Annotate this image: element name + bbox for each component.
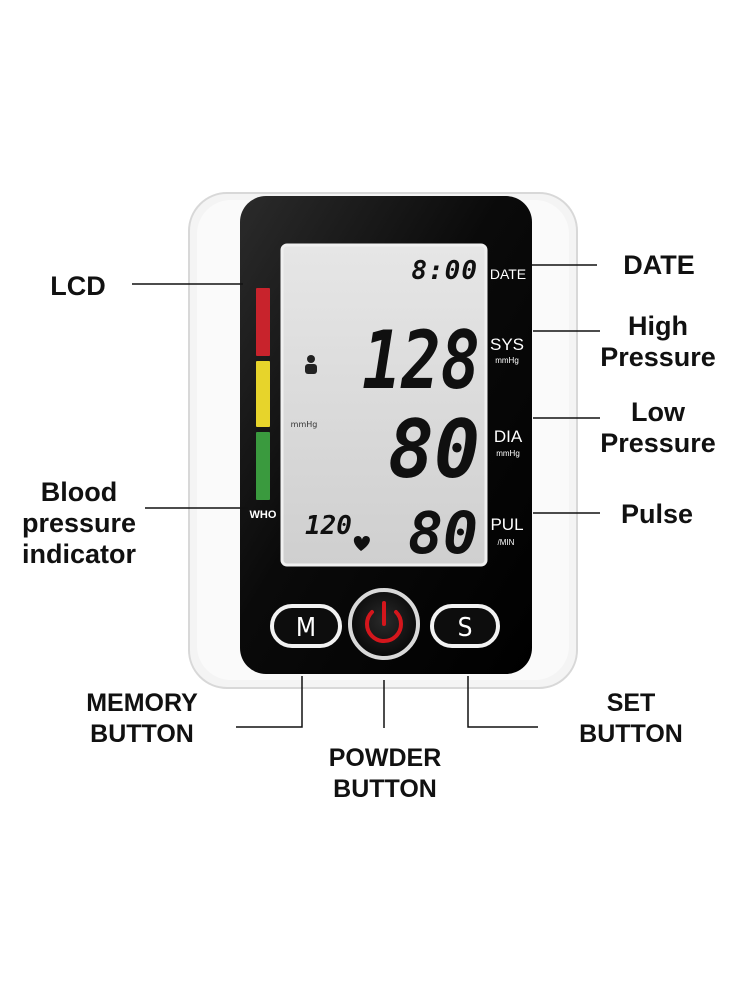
callout-high-pressure-line2: Pressure [600,342,716,372]
tag-pul: PUL [490,515,523,534]
memory-button-label: M [296,613,316,643]
set-button[interactable]: S [430,604,500,648]
memory-button[interactable]: M [270,604,342,648]
power-icon [365,601,403,644]
tag-pul-unit: /MIN [498,538,515,547]
callout-set-button-line2: BUTTON [579,720,683,748]
leader-set-button [467,676,538,728]
callout-set-button-line1: SET [606,689,656,717]
leader-memory-button [236,676,303,728]
callout-power-button: POWDER BUTTON [308,743,462,805]
callout-high-pressure: High Pressure [591,311,725,373]
callout-lcd-text: LCD [50,271,106,301]
power-button[interactable] [348,588,420,660]
lcd-systolic: 128 [362,314,480,407]
tag-dia: DIA [494,427,523,446]
callout-bp-indicator: Blood pressure indicator [8,477,150,570]
lcd-unit: mmHg [291,420,318,429]
callout-date-text: DATE [623,250,695,280]
set-button-label: S [458,613,473,643]
lcd-memory-reading: 120 [305,511,352,541]
callout-bp-indicator-line1: Blood [40,477,118,507]
callout-pulse-text: Pulse [620,499,694,529]
lcd-time: 8:00 [411,256,478,286]
callout-date: DATE [612,250,706,281]
leader-lines [132,264,600,728]
user-icon [305,355,317,374]
callout-pulse: Pulse [612,499,702,530]
callout-lcd: LCD [46,271,110,302]
indicator-bar-yellow [256,361,270,427]
callout-low-pressure-line1: Low [631,397,685,427]
callout-high-pressure-line1: High [628,311,688,341]
tag-sys: SYS [490,335,524,354]
indicator-bar-red [256,288,270,356]
lcd-diastolic: 80 [388,403,480,496]
callout-memory-button-line1: MEMORY [86,689,198,717]
lcd-screen [280,243,488,567]
callout-bp-indicator-line2: pressure [21,508,137,538]
callout-set-button: SET BUTTON [560,688,702,750]
callout-memory-button-line2: BUTTON [90,720,194,748]
heart-icon [353,536,370,551]
who-label: WHO [250,509,277,521]
tag-date: DATE [490,266,526,282]
tag-dia-unit: mmHg [496,449,520,458]
callout-memory-button: MEMORY BUTTON [66,688,218,750]
tag-sys-unit: mmHg [495,356,519,365]
lcd-pulse: 80 [408,499,478,567]
callout-power-button-line2: BUTTON [333,775,437,803]
callout-low-pressure: Low Pressure [591,397,725,459]
callout-power-button-line1: POWDER [328,744,442,772]
indicator-bar-green [256,432,270,500]
callout-bp-indicator-line3: indicator [21,539,136,569]
callout-low-pressure-line2: Pressure [600,428,716,458]
